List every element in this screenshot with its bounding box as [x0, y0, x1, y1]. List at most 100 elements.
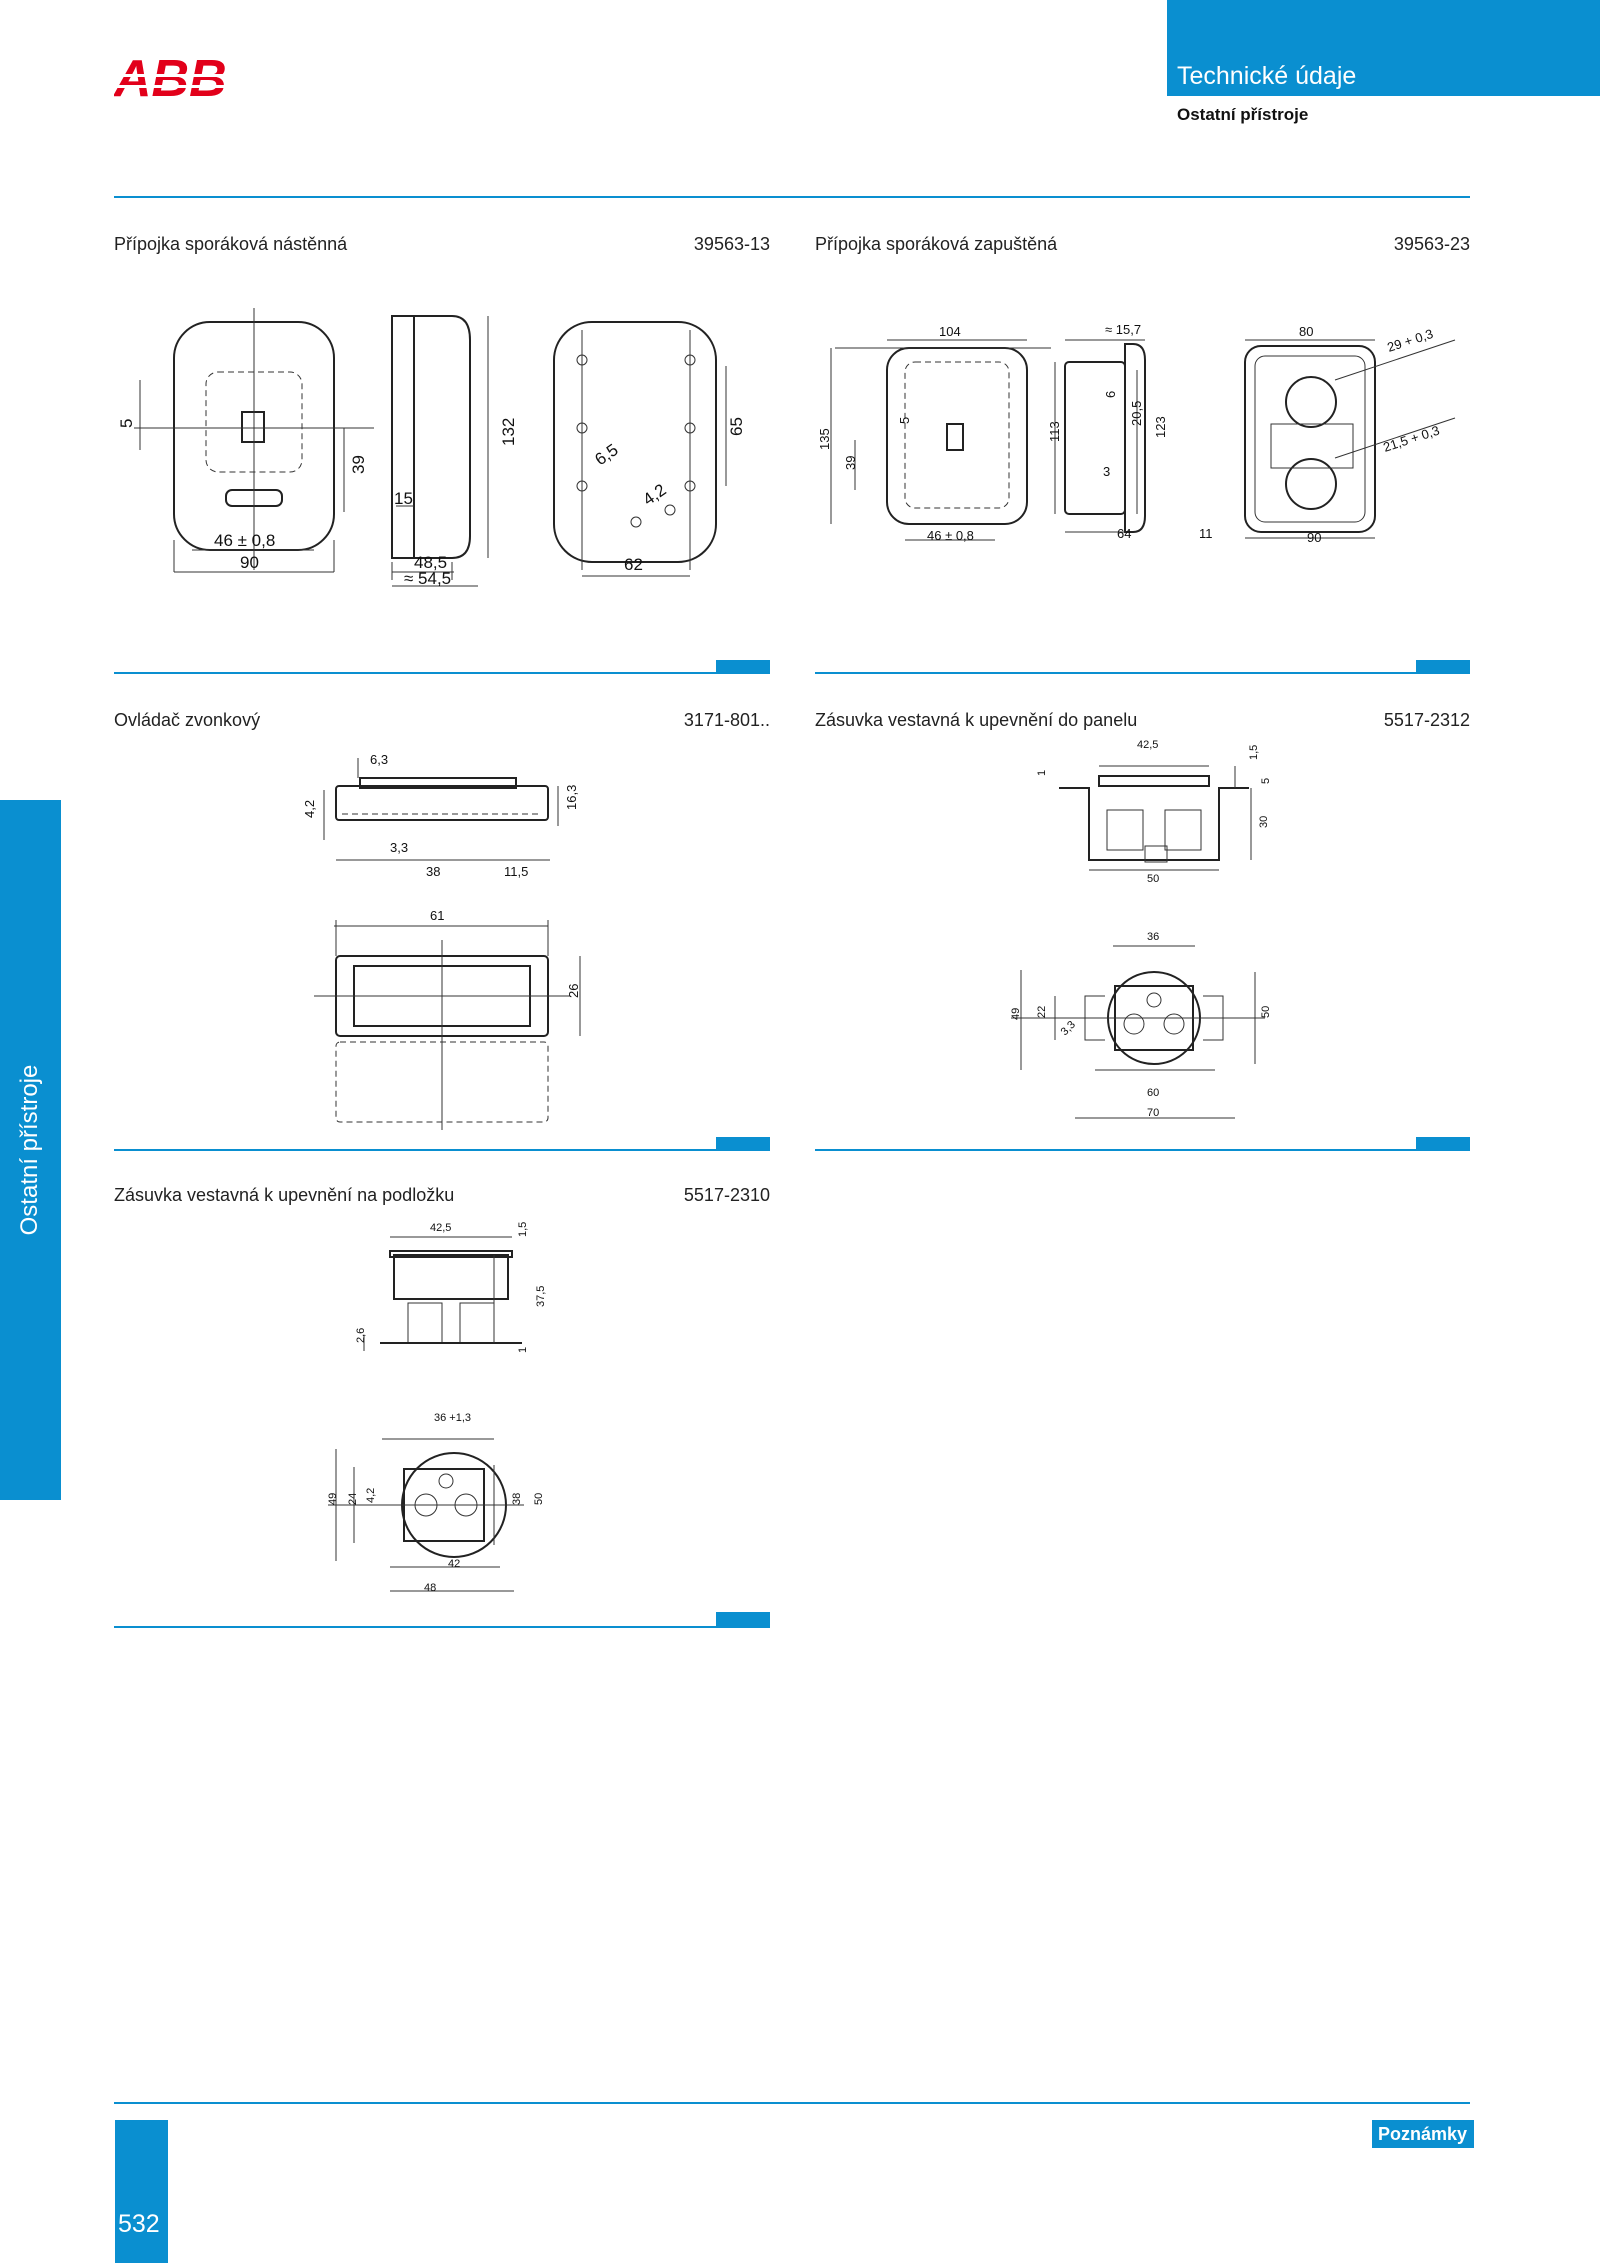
- dim-label: ≈ 54,5: [404, 569, 451, 588]
- dim-label: 38: [511, 1493, 523, 1505]
- dim-label: 15: [394, 489, 413, 508]
- dim-label: 42,5: [1137, 739, 1158, 751]
- dim-label: 50: [533, 1493, 545, 1505]
- section-5-drawing: 42,5 1,5 37,5 2,6 1 36 +1,3 49 24 4,2 38…: [327, 1222, 547, 1594]
- section-1-drawing: 5 39 132 65 6,5 4,2 15 46 ± 0,8 90 48,5 …: [117, 308, 746, 588]
- dim-label: 132: [499, 418, 518, 446]
- dim-label: ≈ 15,7: [1105, 322, 1141, 337]
- page-subtitle: Ostatní přístroje: [1177, 105, 1309, 124]
- dim-label: 30: [1258, 816, 1270, 828]
- dim-label: 26: [566, 984, 581, 998]
- dim-label: 4,2: [365, 1488, 377, 1503]
- section-1-title: Přípojka sporáková nástěnná: [114, 234, 348, 254]
- dim-label: 62: [624, 555, 643, 574]
- dim-label: 3,3: [390, 840, 408, 855]
- section-5-tab: [716, 1612, 770, 1626]
- section-5-code: 5517-2310: [683, 1185, 770, 1205]
- dim-label: 104: [939, 324, 961, 339]
- dim-label: 5: [1260, 778, 1272, 784]
- abb-logo: ABB: [114, 52, 226, 100]
- notes-label: Poznámky: [1378, 2124, 1468, 2144]
- footer-rule: [114, 2102, 1470, 2104]
- dim-label: 49: [1010, 1008, 1022, 1020]
- dim-label: 48,5: [414, 553, 447, 572]
- dim-label: 135: [817, 428, 832, 450]
- dim-label: 5: [897, 417, 912, 424]
- dim-label: 21,5 + 0,3: [1381, 423, 1441, 455]
- dim-label: 1: [1036, 770, 1048, 776]
- dim-label: 61: [430, 908, 444, 923]
- dim-label: 6: [1103, 391, 1118, 398]
- dim-label: 36: [1147, 931, 1159, 943]
- dim-label: 11,5: [504, 864, 528, 879]
- section-4-code: 5517-2312: [1383, 710, 1470, 730]
- dim-label: 37,5: [535, 1286, 547, 1307]
- page-number-box: [115, 2120, 168, 2263]
- dim-label: 11: [1199, 526, 1213, 541]
- dim-label: 80: [1299, 324, 1313, 339]
- dim-label: 29 + 0,3: [1385, 326, 1435, 355]
- dim-label: 6,5: [591, 440, 621, 469]
- header-rule: [114, 196, 1470, 198]
- abb-logo-mark: ABB: [114, 52, 226, 100]
- dim-label: 39: [349, 455, 368, 474]
- section-1-code: 39563-13: [693, 234, 770, 254]
- section-4-rule: [815, 1149, 1470, 1151]
- section-2-code: 39563-23: [1393, 234, 1470, 254]
- dim-label: 1: [517, 1347, 529, 1353]
- dim-label: 38: [426, 864, 440, 879]
- dim-label: 50: [1260, 1006, 1272, 1018]
- dim-label: 50: [1147, 873, 1159, 885]
- dim-label: 36 +1,3: [434, 1412, 471, 1424]
- section-3-drawing: 6,3 4,2 16,3 3,3 38 11,5 61 26: [302, 752, 581, 1130]
- section-2-drawing: 104 ≈ 15,7 80 29 + 0,3 135 5 39 113 6 20…: [817, 322, 1456, 545]
- dim-label: 22: [1036, 1006, 1048, 1018]
- dim-label: 5: [117, 419, 136, 428]
- page-title: Technické údaje: [1177, 62, 1357, 90]
- notes-badge: Poznámky: [1372, 2120, 1474, 2148]
- dim-label: 39: [843, 456, 858, 470]
- dim-label: 46 ± 0,8: [214, 531, 275, 550]
- section-3-tab: [716, 1137, 770, 1151]
- dim-label: 24: [347, 1493, 359, 1505]
- section-2-rule: [815, 672, 1470, 674]
- dim-label: 4,2: [639, 480, 669, 509]
- dim-label: 6,3: [370, 752, 388, 767]
- section-4-tab: [1416, 1137, 1470, 1151]
- dim-label: 123: [1153, 416, 1168, 438]
- section-3-code: 3171-801..: [683, 710, 770, 730]
- section-3-rule: [114, 1149, 770, 1151]
- page-number: 532: [118, 2210, 160, 2238]
- dim-label: 20,5: [1129, 401, 1144, 426]
- dim-label: 65: [727, 417, 746, 436]
- section-1-tab: [716, 660, 770, 674]
- header-box: [1167, 0, 1600, 96]
- section-5-title: Zásuvka vestavná k upevnění na podložku: [114, 1185, 455, 1205]
- dim-label: 70: [1147, 1107, 1159, 1119]
- dim-label: 42: [448, 1558, 460, 1570]
- dim-label: 16,3: [564, 785, 579, 810]
- dim-label: 49: [327, 1493, 339, 1505]
- section-4-title: Zásuvka vestavná k upevnění do panelu: [815, 710, 1138, 730]
- dim-label: 46 ± 0,8: [927, 528, 974, 543]
- dim-label: 2,6: [355, 1328, 367, 1343]
- section-1-rule: [114, 672, 770, 674]
- dim-label: 3: [1103, 464, 1110, 479]
- side-tab-label: Ostatní přístroje: [16, 1064, 43, 1236]
- dim-label: 1,5: [517, 1222, 529, 1237]
- dim-label: 1,5: [1248, 745, 1260, 760]
- dim-label: 42,5: [430, 1222, 451, 1234]
- dim-label: 4,2: [302, 800, 317, 818]
- section-3-title: Ovládač zvonkový: [114, 710, 261, 730]
- side-tab: [0, 800, 61, 1500]
- dim-label: 3,3: [1059, 1019, 1078, 1038]
- dim-label: 60: [1147, 1087, 1159, 1099]
- dim-label: 64: [1117, 526, 1131, 541]
- dim-label: 90: [1307, 530, 1321, 545]
- section-5-rule: [114, 1626, 770, 1628]
- section-4-drawing: 42,5 1,5 1 5 30 50 36 49 22 3,3 50 60 70: [1010, 739, 1272, 1119]
- section-2-tab: [1416, 660, 1470, 674]
- dim-label: 113: [1047, 421, 1062, 442]
- dim-label: 90: [240, 553, 259, 572]
- section-2-title: Přípojka sporáková zapuštěná: [815, 234, 1058, 254]
